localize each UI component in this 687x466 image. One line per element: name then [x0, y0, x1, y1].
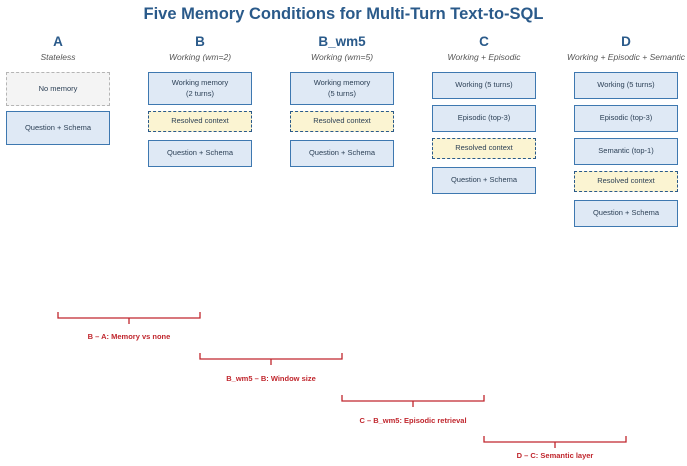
comparison-label-3: C – B_wm5: Episodic retrieval — [359, 416, 467, 425]
column-b-memory-component-box: Question + Schema — [148, 140, 252, 167]
comparison-bracket-3 — [341, 395, 485, 407]
column-a-letter: A — [53, 34, 63, 49]
column-b_wm5-memory-component-box: Question + Schema — [290, 140, 394, 167]
column-d-memory-component-box: Working (5 turns) — [574, 72, 678, 99]
comparison-label-1: B – A: Memory vs none — [87, 332, 171, 341]
column-d-memory-component-box: Question + Schema — [574, 200, 678, 227]
column-b_wm5-memory-component-box: Working memory (5 turns) — [290, 72, 394, 105]
comparison-bracket-1 — [57, 312, 201, 324]
column-b-memory-component-box: Working memory (2 turns) — [148, 72, 252, 105]
comparison-label-2: B_wm5 – B: Window size — [226, 374, 316, 383]
column-d-letter: D — [621, 34, 631, 49]
column-a-no-memory-box: No memory — [6, 72, 110, 106]
column-d-memory-component-box: Semantic (top-1) — [574, 138, 678, 165]
column-d-resolved-context-box: Resolved context — [574, 171, 678, 192]
column-b-subtitle: Working (wm=2) — [168, 52, 232, 62]
column-c-memory-component-box: Working (5 turns) — [432, 72, 536, 99]
column-d-memory-component-box: Episodic (top-3) — [574, 105, 678, 132]
diagram-title: Five Memory Conditions for Multi-Turn Te… — [143, 5, 544, 23]
column-c-letter: C — [479, 34, 489, 49]
column-b-resolved-context-box: Resolved context — [148, 111, 252, 132]
comparison-label-4: D – C: Semantic layer — [516, 451, 594, 460]
column-c-memory-component-box: Question + Schema — [432, 167, 536, 194]
column-b_wm5-letter: B_wm5 — [318, 34, 366, 49]
column-a-subtitle: Stateless — [40, 52, 76, 62]
column-d-subtitle: Working + Episodic + Semantic — [566, 52, 686, 62]
column-b_wm5-subtitle: Working (wm=5) — [310, 52, 374, 62]
comparison-bracket-4 — [483, 436, 627, 448]
comparison-bracket-2 — [199, 353, 343, 365]
column-b-letter: B — [195, 34, 205, 49]
column-b_wm5-resolved-context-box: Resolved context — [290, 111, 394, 132]
column-a-memory-component-box: Question + Schema — [6, 111, 110, 145]
column-c-subtitle: Working + Episodic — [447, 52, 521, 62]
column-c-memory-component-box: Episodic (top-3) — [432, 105, 536, 132]
column-c-resolved-context-box: Resolved context — [432, 138, 536, 159]
